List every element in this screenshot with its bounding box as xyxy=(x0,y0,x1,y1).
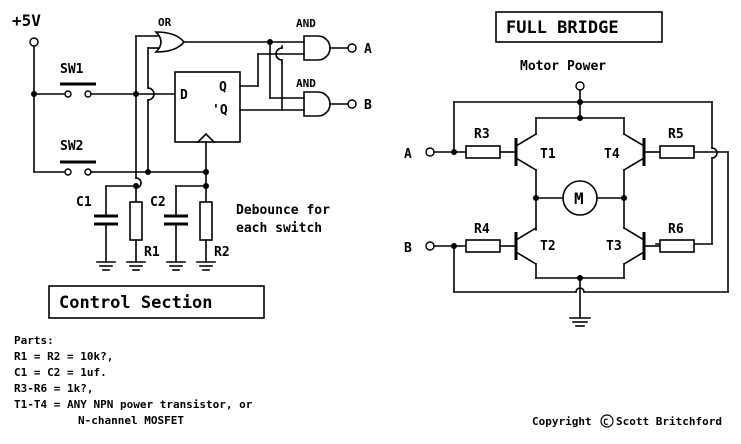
t2-collector xyxy=(514,226,538,242)
ground-symbol xyxy=(166,261,186,271)
output-b-terminal xyxy=(347,99,357,109)
r3-label: R3 xyxy=(474,127,490,142)
t4-label: T4 xyxy=(604,147,620,162)
ground-symbol xyxy=(569,317,591,327)
debounce-line2: each switch xyxy=(236,221,322,236)
sw2-contact xyxy=(64,168,72,176)
r4-resistor xyxy=(465,239,501,253)
r5-label: R5 xyxy=(668,127,684,142)
wire-crossover xyxy=(147,87,155,101)
t4-collector xyxy=(622,132,646,148)
and-top-label: AND xyxy=(296,17,316,30)
motor-label: M xyxy=(574,189,584,208)
r5-resistor xyxy=(659,145,695,159)
parts-heading: Parts: xyxy=(14,334,54,347)
t3-collector xyxy=(622,226,646,242)
r2-label: R2 xyxy=(214,245,230,260)
control-section-title: Control Section xyxy=(59,293,213,313)
junction-dot xyxy=(451,243,457,249)
r1-label: R1 xyxy=(144,245,160,260)
ground-symbol xyxy=(196,261,216,271)
and-bottom-label: AND xyxy=(296,77,316,90)
sw2-contact xyxy=(84,168,92,176)
r3-resistor xyxy=(465,145,501,159)
t4-emitter xyxy=(622,156,646,172)
ground-symbol xyxy=(126,261,146,271)
t1-emitter xyxy=(514,156,538,172)
c2-label: C2 xyxy=(150,195,166,210)
or-gate-label: OR xyxy=(158,16,172,29)
output-a-terminal xyxy=(347,43,357,53)
sw2-label: SW2 xyxy=(60,139,83,154)
parts-line: N-channel MOSFET xyxy=(78,414,184,427)
parts-line: T1-T4 = ANY NPN power transistor, or xyxy=(14,398,253,411)
r2-resistor xyxy=(199,201,213,241)
full-bridge-box xyxy=(495,11,663,43)
junction-dot xyxy=(451,149,457,155)
copyright-name: Scott Britchford xyxy=(616,415,722,428)
and-gate-top xyxy=(303,35,331,61)
d-flipflop xyxy=(174,71,241,143)
t3-label: T3 xyxy=(606,239,622,254)
t2-emitter xyxy=(514,250,538,266)
input-a-terminal xyxy=(425,147,435,157)
copyright-prefix: Copyright xyxy=(532,415,592,428)
input-a-label: A xyxy=(404,147,412,162)
copyright-symbol: C xyxy=(603,418,608,428)
t1-label: T1 xyxy=(540,147,556,162)
wire-crossover xyxy=(711,147,718,159)
t1-collector xyxy=(514,132,538,148)
or-gate xyxy=(154,31,186,53)
ff-q-label: Q xyxy=(219,80,227,95)
ff-d-label: D xyxy=(180,88,188,103)
sw1-label: SW1 xyxy=(60,62,84,77)
control-section-box xyxy=(48,285,265,319)
ff-qbar-label: 'Q xyxy=(212,103,228,118)
t2-label: T2 xyxy=(540,239,556,254)
sw1-contact xyxy=(64,90,72,98)
sw1-contact xyxy=(84,90,92,98)
wire-crossover xyxy=(275,47,283,61)
supply-label: +5V xyxy=(12,11,41,30)
parts-line: R3-R6 = 1k?, xyxy=(14,382,93,395)
t3-emitter xyxy=(622,250,646,266)
ground-symbol xyxy=(96,261,116,271)
output-b-label: B xyxy=(364,98,372,113)
r4-label: R4 xyxy=(474,222,490,237)
input-b-label: B xyxy=(404,241,412,256)
output-a-label: A xyxy=(364,42,372,57)
input-b-terminal xyxy=(425,241,435,251)
motor-power-label: Motor Power xyxy=(520,59,606,74)
debounce-line1: Debounce for xyxy=(236,203,330,218)
and-gate-bottom xyxy=(303,91,331,117)
supply-terminal xyxy=(29,37,39,47)
copyright-circle xyxy=(600,414,614,428)
parts-line: C1 = C2 = 1uf. xyxy=(14,366,107,379)
parts-line: R1 = R2 = 10k?, xyxy=(14,350,113,363)
full-bridge-title: FULL BRIDGE xyxy=(506,18,619,38)
ff-clock-marker xyxy=(196,132,216,144)
c1-label: C1 xyxy=(76,195,92,210)
r6-label: R6 xyxy=(668,222,684,237)
r1-resistor xyxy=(129,201,143,241)
motor-power-terminal xyxy=(575,81,585,91)
r6-resistor xyxy=(659,239,695,253)
